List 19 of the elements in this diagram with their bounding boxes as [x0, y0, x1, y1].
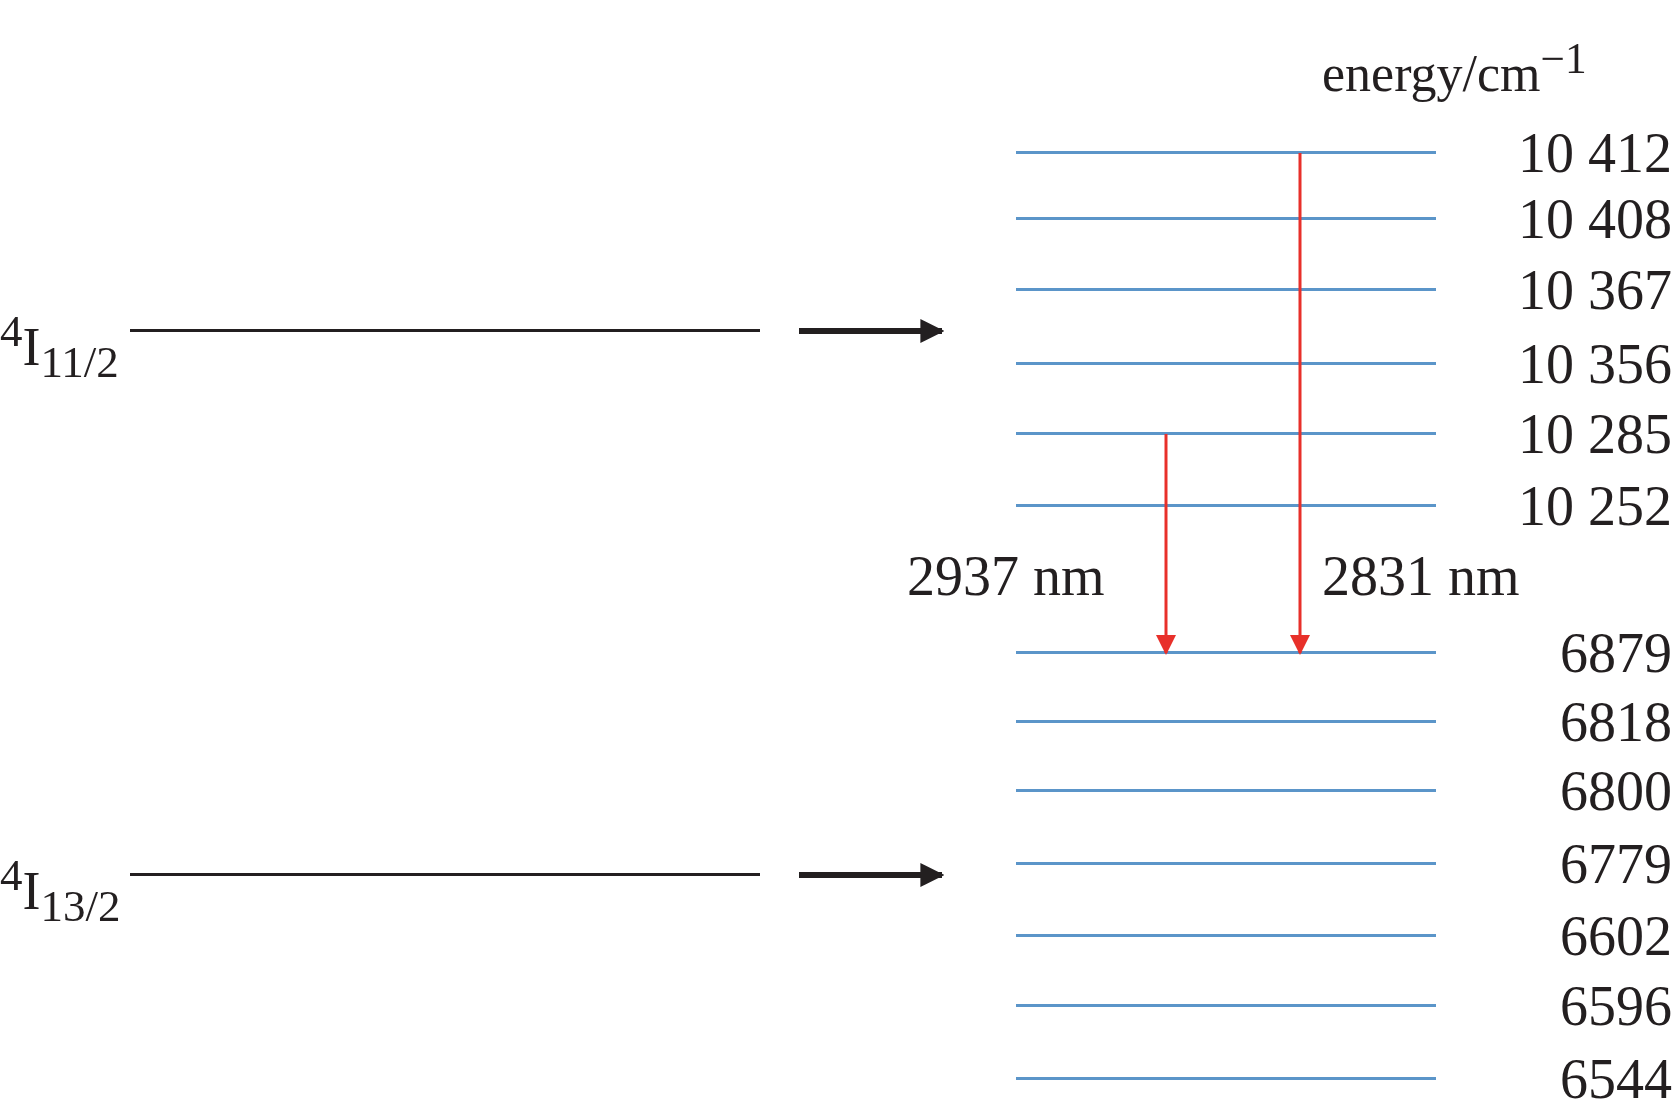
- energy-value: 6879: [1560, 621, 1672, 685]
- term-symbol: $^{4}$I$_{11/2}$: [0, 305, 119, 389]
- energy-value: 10 367: [1518, 258, 1672, 322]
- energy-value: 10 356: [1518, 332, 1672, 396]
- arrow: [1290, 153, 1310, 655]
- arrow: [1156, 434, 1176, 655]
- energy-value: 6596: [1560, 974, 1672, 1038]
- energy-value: 10 408: [1518, 187, 1672, 251]
- energy-value: 10 412: [1518, 121, 1672, 185]
- energy-value: 6779: [1560, 832, 1672, 896]
- arrow: [799, 863, 945, 887]
- energy-value: 6544: [1560, 1047, 1672, 1111]
- energy-value: 10 252: [1518, 474, 1672, 538]
- term-symbol: $^{4}$I$_{13/2}$: [0, 849, 121, 933]
- energy-value: 6818: [1560, 690, 1672, 754]
- energy-value: 6602: [1560, 904, 1672, 968]
- energy-value: 6800: [1560, 759, 1672, 823]
- arrow: [799, 319, 945, 343]
- energy-value: 10 285: [1518, 402, 1672, 466]
